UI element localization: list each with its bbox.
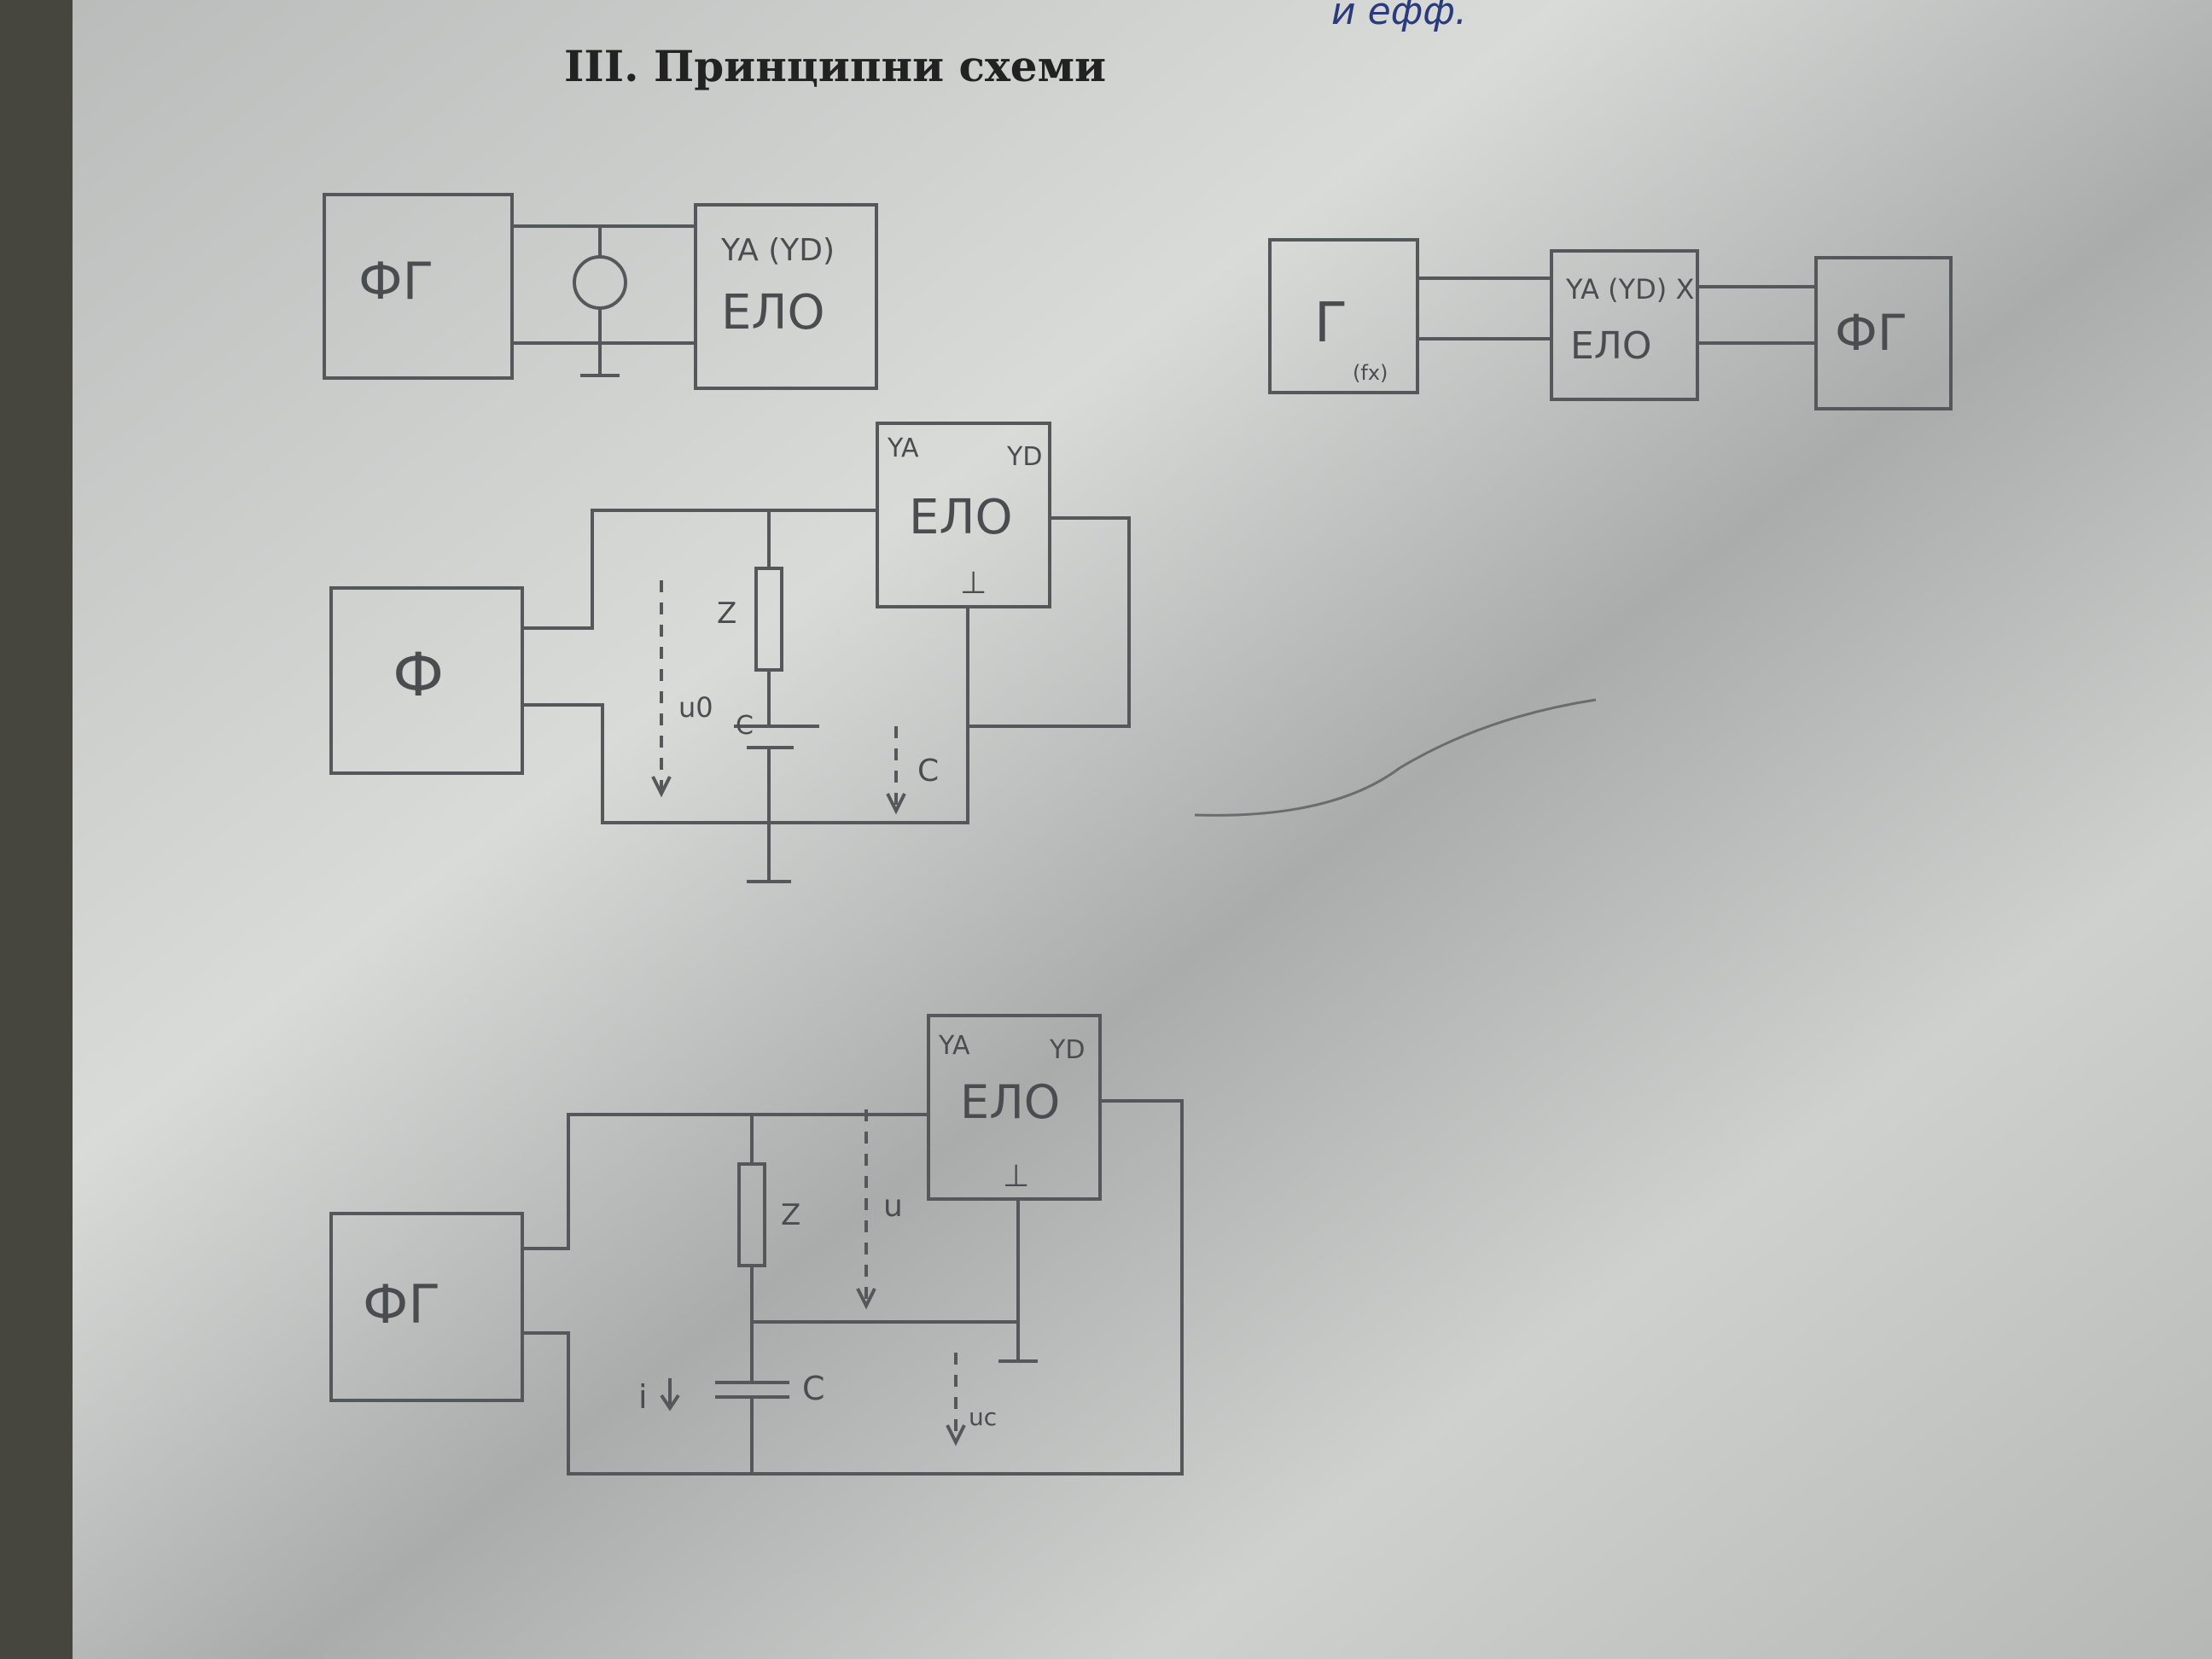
generator-label: Г [1314,292,1348,355]
generator-sub: (fx) [1353,361,1388,385]
scope-inputs: YA (YD) X [1565,273,1694,306]
oscilloscope-box [694,203,878,390]
impedance-label: Z [781,1198,800,1232]
input-d: YD [1049,1035,1085,1065]
generator2-label: ФГ [1835,304,1907,362]
scope-label: ЕЛО [1570,324,1652,368]
generator-label: ФГ [358,252,434,311]
input-a: YA [938,1031,970,1061]
impedance-resistor [754,567,783,672]
generator-label: Ф [393,640,444,710]
voltmeter-icon [573,255,627,310]
generator-box [323,193,514,380]
diagram-2: Г (fx) YA (YD) X ЕЛО ФГ [1268,238,1953,410]
voltage-label: u [883,1189,903,1224]
scope-inputs: YA (YD) [720,233,835,268]
impedance-label: Z [717,597,736,631]
capacitor-icon [715,1381,789,1399]
voltage-arrows [660,580,898,806]
voltage-label: u0 [678,691,713,724]
table-surface [0,0,73,1659]
scope-label: ЕЛО [909,490,1013,545]
voltage-arrows [864,1109,958,1442]
oscilloscope-box [1550,249,1699,401]
generator-box [329,1212,524,1402]
generator2-box [1814,256,1953,410]
paper-sheet [73,0,2212,1659]
generator-label: ФГ [363,1273,440,1336]
oscilloscope-box [876,422,1051,608]
ground-symbol: ⊥ [1003,1159,1029,1194]
input-d: YD [1006,442,1042,472]
capacitor-label: C [802,1370,825,1407]
capacitor-icon [734,725,819,749]
ground-symbol: ⊥ [960,566,987,601]
generator-box [329,586,524,775]
oscilloscope-box [927,1014,1102,1201]
impedance-resistor [737,1162,766,1267]
margin-note: и ефф. [1331,0,1467,33]
diagram-1: ФГ YA (YD) ЕЛО [323,193,878,390]
capacitor-voltage-label: uc [969,1403,997,1431]
generator-box [1268,238,1419,394]
stray-pencil-mark [1194,698,1597,817]
page-title: III. Принципни схеми [564,41,1106,91]
diagram-3: Ф YA YD ЕЛО ⊥ Z u0 C C [329,422,1131,883]
capacitor-top-label: C [736,711,754,741]
input-a: YA [887,434,919,463]
scope-label: ЕЛО [960,1075,1060,1129]
capacitor-label: C [917,754,939,789]
scope-label: ЕЛО [721,285,825,341]
current-label: i [638,1378,648,1416]
diagram-4: ФГ YA YD ЕЛО ⊥ Z u i C uc [329,1014,1184,1476]
